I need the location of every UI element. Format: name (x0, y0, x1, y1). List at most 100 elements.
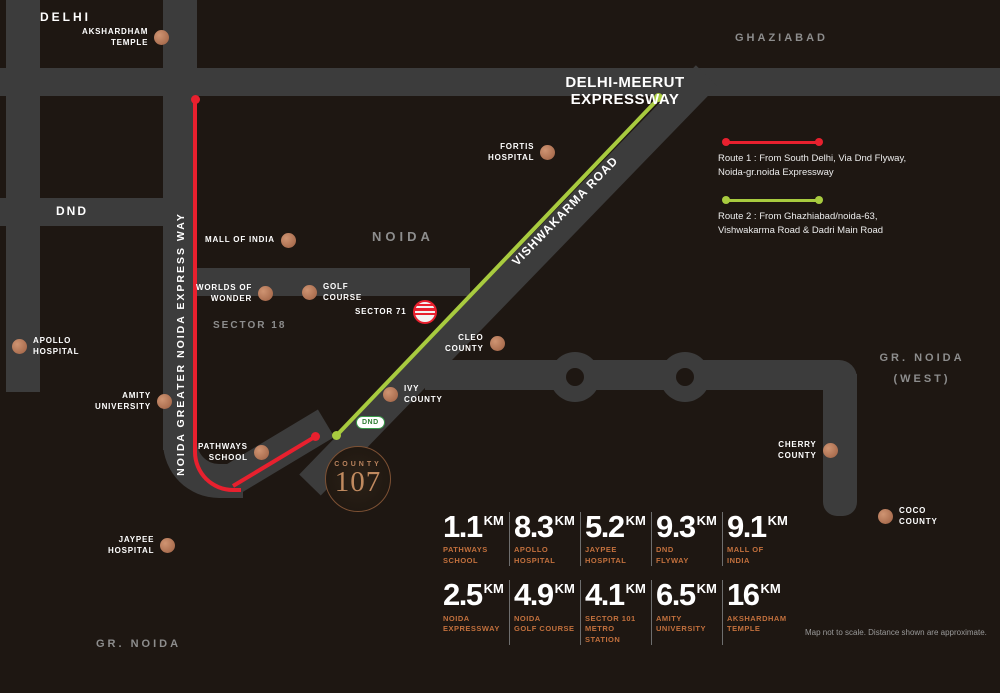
road-left-edge (6, 0, 40, 392)
region-label-ghaziabad: GHAZIABAD (735, 32, 828, 44)
landmark-label: AKSHARDHAM TEMPLE (82, 27, 149, 47)
distance-unit: KM (483, 581, 504, 597)
landmark-dot (160, 538, 176, 554)
landmark-dot (157, 394, 173, 410)
landmark-label: PATHWAYS SCHOOL (198, 442, 248, 462)
landmark-dot (302, 285, 317, 301)
distance-unit: KM (554, 513, 575, 528)
distance-unit: KM (554, 581, 575, 597)
landmark-label: GOLF COURSE (323, 282, 363, 302)
legend-route1-dot-right (815, 138, 823, 146)
landmark-dot (383, 387, 398, 403)
distance-value: 4.9 (514, 577, 554, 613)
distance-label: JAYPEE HOSPITAL (585, 545, 627, 565)
distance-value: 4.1 (585, 577, 625, 613)
landmark-cherry-county: CHERRY COUNTY (778, 440, 838, 462)
region-label-noida: NOIDA (372, 229, 434, 244)
roundabout-1 (550, 352, 600, 402)
distance-label: MALL OF INDIA (727, 545, 764, 565)
landmark-golf-course: GOLF COURSE (302, 282, 362, 304)
landmark-dot (489, 336, 505, 352)
distance-label: APOLLO HOSPITAL (514, 545, 556, 565)
road-label-dnd: DND (56, 204, 88, 218)
landmark-label: MALL OF INDIA (205, 235, 275, 245)
landmark-apollo-hospital: APOLLO HOSPITAL (12, 336, 79, 358)
distance-value: 1.1 (443, 509, 483, 544)
distance-value: 9.3 (656, 509, 696, 544)
distance-unit: KM (696, 513, 717, 528)
landmark-jaypee-hospital: JAYPEE HOSPITAL (108, 535, 176, 557)
legend-route1-line1: Route 1 : From South Delhi, Via Dnd Flyw… (718, 153, 907, 164)
road-noida-horizontal (180, 268, 470, 296)
legend-route2-text: Route 2 : From Ghazhiabad/noida-63, Vish… (718, 210, 883, 239)
landmark-dot (878, 509, 893, 525)
distance-label: SECTOR 101 METRO STATION (585, 613, 636, 644)
landmark-dot (540, 145, 556, 161)
landmark-dot (253, 445, 269, 461)
route1-start-dot (191, 95, 200, 104)
landmark-label: SECTOR 71 (355, 306, 407, 316)
landmark-dot (822, 443, 838, 459)
distance-value: 2.5 (443, 577, 483, 613)
legend-route2-line (728, 199, 818, 202)
county107-logo: COUNTY 107 (325, 446, 391, 512)
landmark-dot (258, 286, 274, 302)
legend-route1-line2: Noida-gr.noida Expressway (718, 167, 834, 179)
road-label-delhi-meerut: DELHI-MEERUT EXPRESSWAY (565, 74, 685, 108)
route2-end-dot (332, 431, 341, 440)
landmark-mall-of-india: MALL OF INDIA (205, 233, 296, 248)
landmark-label: CLEO COUNTY (445, 333, 484, 353)
legend-route2-line2: Vishwakarma Road & Dadri Main Road (718, 225, 884, 237)
metro-icon (412, 300, 437, 324)
landmark-label: APOLLO HOSPITAL (33, 336, 80, 356)
legend-route2-dot-right (815, 196, 823, 204)
landmark-label: WORLDS OF WONDER (196, 283, 253, 303)
dnd-flyway-badge: DND (356, 416, 385, 429)
legend-route1-line (728, 141, 818, 144)
distance-unit: KM (625, 581, 646, 597)
route1-vertical-line (193, 100, 197, 430)
landmark-pathways-school: PATHWAYS SCHOOL (198, 442, 269, 464)
logo-number: 107 (334, 466, 382, 498)
landmark-dot (280, 233, 296, 248)
route1-end-dot (311, 432, 320, 441)
distance-value: 5.2 (585, 509, 625, 544)
distance-value: 16 (727, 577, 760, 613)
road-dnd (0, 198, 170, 226)
landmark-label: CHERRY COUNTY (778, 440, 817, 460)
distance-value: 8.3 (514, 509, 554, 544)
distance-label: DND FLYWAY (656, 545, 689, 565)
distance-unit: KM (483, 513, 504, 528)
region-label-delhi: DELHI (40, 10, 91, 24)
roundabout-center (566, 368, 584, 386)
landmark-dot (154, 30, 170, 46)
legend-route1-text: Route 1 : From South Delhi, Via Dnd Flyw… (718, 152, 906, 181)
landmark-label: AMITY UNIVERSITY (95, 391, 152, 411)
landmark-label: FORTIS HOSPITAL (488, 142, 535, 162)
roundabout-center (676, 368, 694, 386)
road-gr-noida-west-horizontal (425, 360, 857, 390)
distance-label: NOIDA EXPRESSWAY (443, 613, 500, 634)
distance-unit: KM (760, 581, 781, 597)
landmark-ivy-county: IVY COUNTY (383, 384, 443, 406)
landmark-cleo-county: CLEO COUNTY (445, 333, 505, 355)
distance-label: PATHWAYS SCHOOL (443, 545, 488, 565)
landmark-amity-university: AMITY UNIVERSITY (95, 391, 173, 413)
distance-label: AMITY UNIVERSITY (656, 613, 707, 634)
legend-route2-line1: Route 2 : From Ghazhiabad/noida-63, (718, 211, 878, 222)
landmark-dot (12, 339, 27, 355)
map-disclaimer: Map not to scale. Distance shown are app… (805, 628, 987, 637)
legend-route1-dot-left (722, 138, 730, 146)
distance-label: NOIDA GOLF COURSE (514, 613, 575, 634)
